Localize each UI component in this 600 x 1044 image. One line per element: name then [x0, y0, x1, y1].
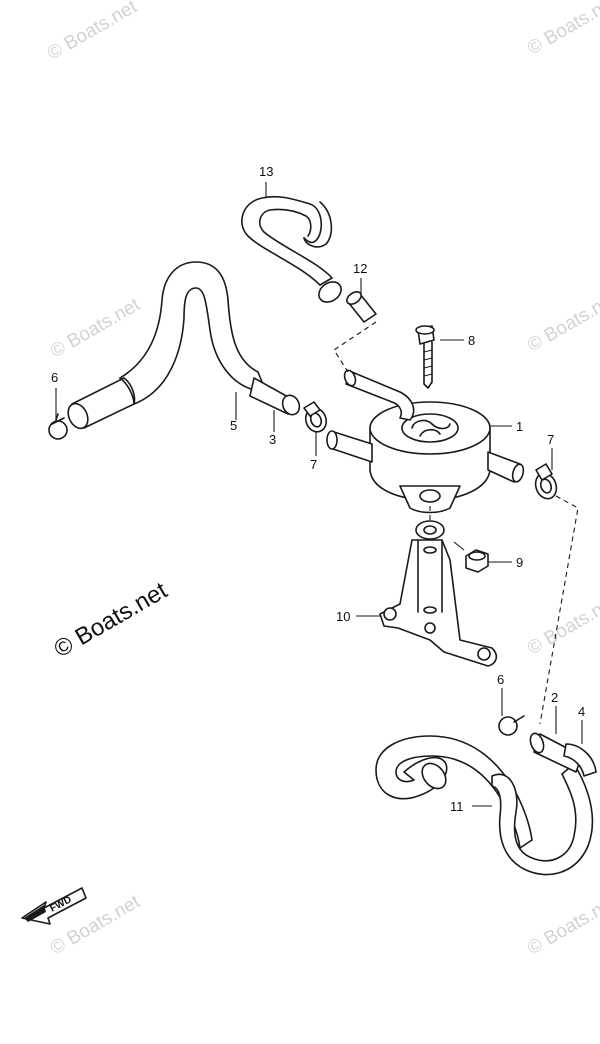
- callout-7-right: 7: [547, 432, 554, 447]
- callout-6-upper: 6: [51, 370, 58, 385]
- fitting-12: [346, 291, 377, 323]
- clamp-7-left: [303, 401, 328, 433]
- fwd-arrow-icon: FWD: [21, 887, 87, 925]
- hose-2: [529, 732, 583, 773]
- callout-8: 8: [468, 333, 475, 348]
- leader-lines: [55, 182, 583, 807]
- clip-6-upper: [48, 413, 68, 440]
- callout-4: 4: [578, 704, 585, 719]
- callout-10: 10: [336, 609, 350, 624]
- hose-5: [67, 261, 267, 430]
- callout-3: 3: [269, 432, 276, 447]
- callout-9: 9: [516, 555, 523, 570]
- fuel-filter-1: [326, 369, 525, 514]
- hose-3: [249, 377, 301, 416]
- callout-5: 5: [230, 418, 237, 433]
- callout-12: 12: [353, 261, 367, 276]
- callout-11: 13: [259, 164, 273, 179]
- copyright-text: © Boats.net: [50, 577, 173, 663]
- callout-1: 1: [516, 419, 523, 434]
- nut-9: [465, 549, 489, 573]
- hose-11: [241, 195, 342, 303]
- watermark-bottom-right: © Boats.net: [524, 891, 600, 959]
- clamp-7-right: [534, 463, 558, 500]
- hose-4: [563, 743, 597, 777]
- watermark-top-left: © Boats.net: [44, 0, 141, 64]
- connection-lines: [333, 321, 579, 725]
- callout-13: 11: [450, 799, 464, 814]
- clip-6-lower: [498, 715, 525, 736]
- bracket-10: [379, 520, 498, 667]
- watermark-top-right: © Boats.net: [524, 0, 600, 59]
- bolt-8: [415, 325, 435, 389]
- watermark-mid-left: © Boats.net: [47, 294, 144, 362]
- watermark-mid-right: © Boats.net: [524, 288, 600, 356]
- callout-6-lower: 6: [497, 672, 504, 687]
- callout-2: 2: [551, 690, 558, 705]
- callouts: 13 12 8 1 7 6 5 3 7 9 10 6 2 4 11: [51, 164, 585, 814]
- callout-7-left: 7: [310, 457, 317, 472]
